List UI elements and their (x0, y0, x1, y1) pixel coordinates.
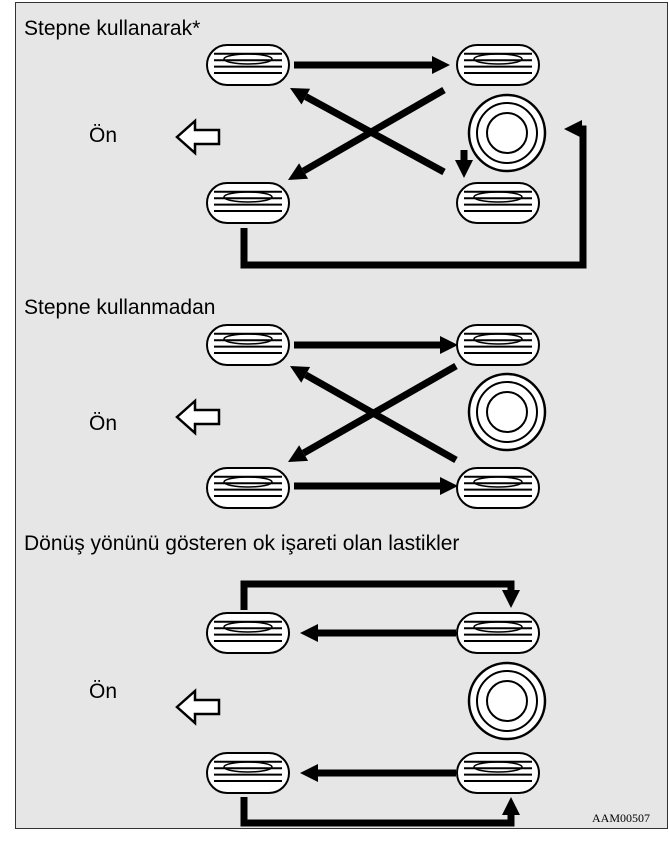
tire-icon (456, 752, 540, 794)
rotation-arrow (294, 336, 458, 354)
diagram-frame (15, 2, 668, 829)
rotation-arrow (288, 362, 458, 462)
section-2-title: Stepne kullanmadan (24, 296, 216, 319)
section-3-front-label: Ön (89, 680, 118, 703)
tire-icon (456, 612, 540, 654)
tire-icon (456, 182, 540, 224)
spare-tire-icon (467, 661, 547, 741)
tire-icon (206, 612, 290, 654)
front-direction-arrow-icon (175, 118, 221, 156)
tire-icon (206, 44, 290, 86)
figure-code: AAM00507 (592, 811, 651, 825)
section-2-front-label: Ön (89, 412, 118, 435)
rotation-arrow (300, 624, 456, 642)
rotation-arrow (290, 366, 458, 464)
rotation-arrow (294, 477, 458, 495)
tire-icon (456, 467, 540, 509)
rotation-arrow (240, 580, 520, 610)
section-3-title: Dönüş yönünü gösteren ok işareti olan la… (24, 532, 460, 555)
rotation-arrow (240, 797, 520, 827)
rotation-arrow (300, 764, 456, 782)
front-direction-arrow-icon (175, 398, 221, 436)
front-direction-arrow-icon (175, 688, 221, 726)
rotation-arrow (290, 88, 446, 176)
spare-tire-icon (467, 372, 547, 452)
tire-icon (206, 182, 290, 224)
rotation-arrow (240, 120, 587, 269)
spare-tire-icon (467, 93, 547, 173)
rotation-arrow (455, 150, 473, 178)
rotation-arrow (294, 56, 450, 74)
rotation-arrow (288, 86, 446, 180)
tire-icon (206, 752, 290, 794)
tire-icon (206, 324, 290, 366)
section-1-front-label: Ön (89, 124, 118, 147)
section-1-title: Stepne kullanarak* (24, 17, 201, 40)
tire-icon (456, 44, 540, 86)
tire-icon (206, 467, 290, 509)
tire-icon (456, 324, 540, 366)
